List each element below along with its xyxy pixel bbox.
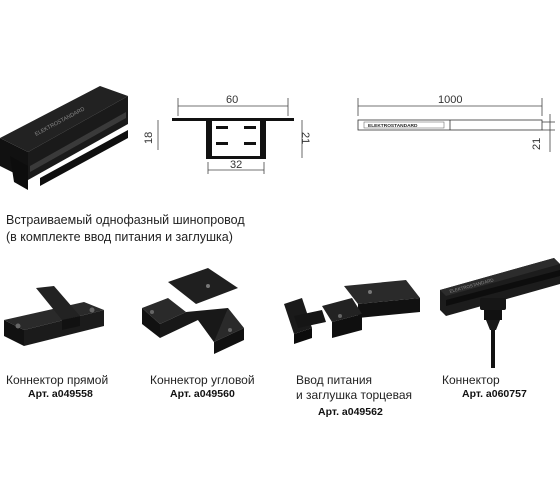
power-label-line1: Ввод питания (296, 373, 373, 387)
accessory-label-power: Ввод питания и заглушка торцевая (296, 373, 412, 403)
corner-connector-image (142, 268, 244, 354)
description-line2: (в комплекте ввод питания и заглушка) (6, 230, 233, 244)
dim-length: 1000 (438, 94, 462, 106)
accessory-article-straight: Арт. a049558 (28, 388, 93, 400)
product-description: Встраиваемый однофазный шинопровод (в ко… (6, 212, 245, 246)
dim-width: 60 (226, 94, 238, 106)
accessory-label-straight: Коннектор прямой (6, 373, 109, 387)
side-view-drawing: 1000 ELEKTROSTANDARD 21 (357, 94, 555, 152)
track-product-image: ELEKTROSTANDARD (0, 86, 128, 190)
track-connector-image: ELEKTROSTANDARD (440, 258, 560, 368)
accessory-label-track: Коннектор (442, 373, 500, 387)
power-label-line2: и заглушка торцевая (296, 388, 413, 402)
power-input-image (284, 280, 420, 344)
description-line1: Встраиваемый однофазный шинопровод (6, 213, 245, 227)
accessory-article-power: Арт. a049562 (318, 406, 383, 418)
side-brand-label: ELEKTROSTANDARD (368, 123, 418, 129)
straight-connector-image (4, 286, 104, 346)
dim-height-right: 21 (299, 132, 311, 144)
dim-side-height: 21 (531, 138, 543, 150)
accessory-article-track: Арт. a060757 (462, 388, 527, 400)
dim-height-left: 18 (143, 132, 155, 144)
accessory-article-corner: Арт. a049560 (170, 388, 235, 400)
dim-inner: 32 (230, 159, 242, 171)
profile-drawing: 60 18 21 32 (143, 94, 311, 174)
accessory-label-corner: Коннектор угловой (150, 373, 255, 387)
